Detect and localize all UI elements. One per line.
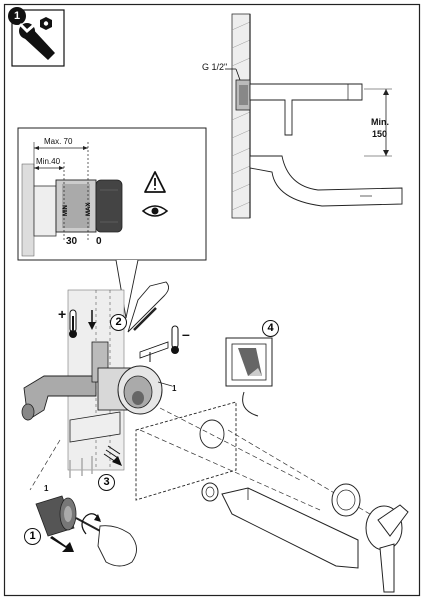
thermometer-hot-icon bbox=[69, 309, 77, 338]
screwdriver-hand bbox=[127, 281, 169, 333]
min-depth-label: Min.40 bbox=[36, 157, 61, 166]
step-badge bbox=[8, 7, 65, 67]
valve-body-main bbox=[97, 365, 173, 415]
minus-sign: – bbox=[182, 326, 190, 342]
min-height-dimension bbox=[364, 88, 392, 157]
scale-max-label: MAX bbox=[86, 202, 92, 216]
min-height-label: Min. bbox=[371, 117, 389, 127]
step-number: 1 bbox=[14, 10, 21, 22]
callout-3: 3 bbox=[98, 474, 115, 491]
part-label-cap: 1 bbox=[44, 484, 49, 493]
rotate-arrow-icon bbox=[81, 513, 101, 535]
depth-value-left: 30 bbox=[66, 236, 78, 247]
flow-arrow-left bbox=[139, 341, 169, 362]
scale-min-label: MIN bbox=[63, 205, 69, 216]
flow-arrow-down bbox=[88, 310, 96, 330]
plus-sign: + bbox=[58, 306, 67, 322]
instruction-card bbox=[225, 337, 273, 417]
cartridge-cap bbox=[35, 495, 77, 537]
spout-top bbox=[249, 83, 363, 136]
eye-icon bbox=[141, 205, 169, 217]
cover-plate bbox=[135, 401, 237, 501]
depth-value-right: 0 bbox=[96, 236, 102, 247]
wall-section-top bbox=[231, 13, 251, 219]
hand-tool bbox=[75, 517, 137, 567]
escutcheon-ring bbox=[331, 483, 361, 517]
max-depth-label: Max. 70 bbox=[44, 137, 73, 146]
valve-body-top bbox=[235, 79, 251, 111]
pressure-arrows bbox=[69, 445, 122, 478]
test-plug bbox=[69, 411, 121, 443]
basin-top bbox=[249, 155, 403, 207]
callout-2: 2 bbox=[110, 314, 127, 331]
lever-handle bbox=[365, 504, 409, 593]
wrench-nut-icon bbox=[18, 17, 55, 60]
page-frame bbox=[3, 3, 421, 597]
warning-triangle-icon bbox=[144, 171, 166, 193]
min-height-value: 150 bbox=[372, 129, 388, 139]
pull-arrow bbox=[50, 536, 74, 552]
part-label-body: 1 bbox=[172, 384, 177, 393]
thread-arrow bbox=[225, 68, 241, 81]
depth-detail-inset bbox=[17, 127, 207, 261]
callout-1: 1 bbox=[24, 528, 41, 545]
seal-ring bbox=[201, 482, 219, 502]
callout-4: 4 bbox=[262, 320, 279, 337]
thread-label: G 1/2" bbox=[202, 62, 228, 72]
spout-main bbox=[221, 487, 359, 569]
thermometer-cold-icon bbox=[171, 325, 179, 354]
